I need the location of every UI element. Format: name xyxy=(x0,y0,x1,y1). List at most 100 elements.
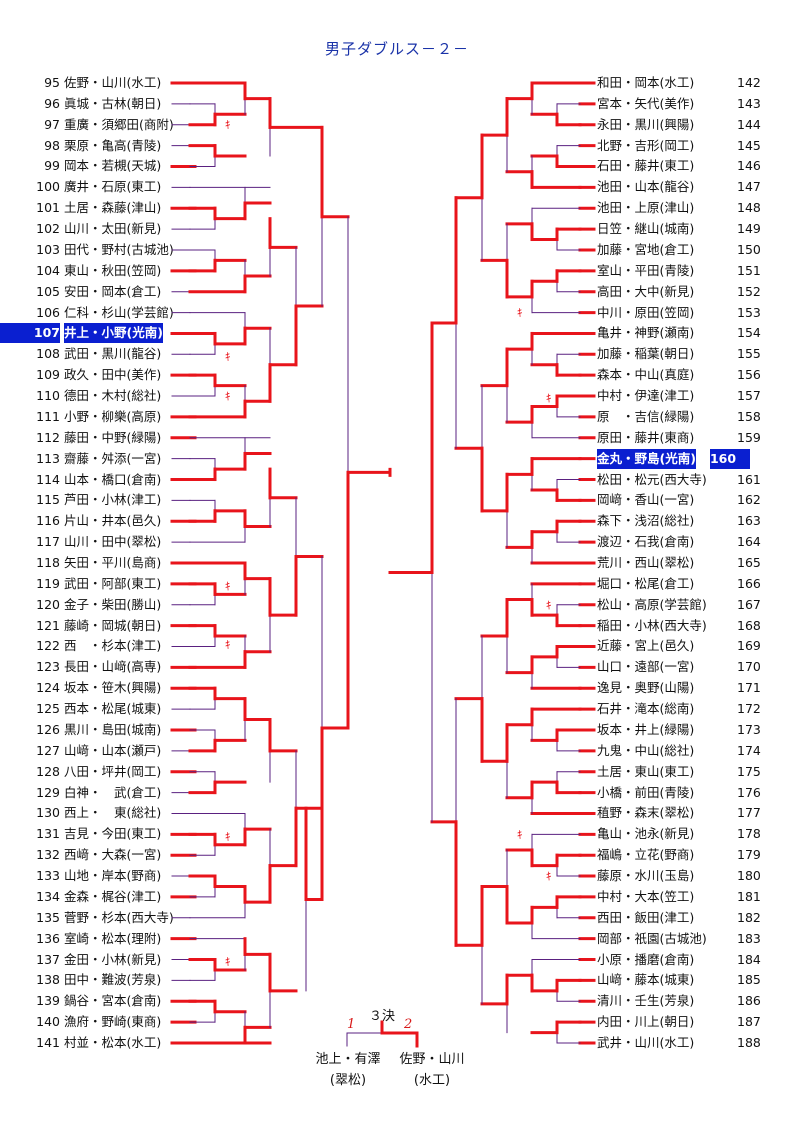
right-entry-number: 168 xyxy=(737,617,761,633)
left-entry-number: 139 xyxy=(36,993,60,1009)
right-entry-number: 187 xyxy=(737,1014,761,1030)
right-entry-name: 内田・川上(朝日) xyxy=(597,1014,695,1030)
left-entry-name: 田中・難波(芳泉) xyxy=(64,972,162,988)
left-entry-name: 齋藤・舛添(一宮) xyxy=(64,450,162,466)
left-entry-name: 金森・梶谷(津工) xyxy=(64,888,162,904)
left-entry-number: 126 xyxy=(36,721,60,737)
right-entry-name: 西田・飯田(津工) xyxy=(597,909,695,925)
left-entry-number: 106 xyxy=(36,304,60,320)
left-entry-number: 135 xyxy=(36,909,60,925)
left-entry-name: 安田・岡本(倉工) xyxy=(64,283,162,299)
right-entry-name: 渡辺・石我(倉南) xyxy=(597,534,695,550)
right-entry-name: 逸見・奥野(山陽) xyxy=(597,680,695,696)
left-entry-number: 124 xyxy=(36,680,60,696)
left-entry-name: 矢田・平川(島商) xyxy=(64,555,162,570)
left-entry-name: 東山・秋田(笠岡) xyxy=(64,262,162,278)
right-entry-name: 近藤・宮上(邑久) xyxy=(597,638,695,654)
left-entry-name: 金田・小林(新見) xyxy=(64,951,162,967)
left-entry-number: 110 xyxy=(36,388,60,404)
right-entry-name: 中村・大本(笠工) xyxy=(597,888,695,904)
forfeit-mark: ｷ xyxy=(546,392,552,405)
left-entry-name: 西﨑・大森(一宮) xyxy=(64,847,162,863)
right-entry: 森下・浅沼(総社)163 xyxy=(597,511,794,531)
left-entry-number: 96 xyxy=(44,95,60,111)
page-title: 男子ダブルス－２－ xyxy=(324,40,469,58)
right-entry: 中川・原田(笠岡)153 xyxy=(597,303,794,323)
right-entry: 石田・藤井(東工)146 xyxy=(597,156,794,176)
left-entry-number: 108 xyxy=(36,346,60,362)
left-entry-name: 長田・山﨑(高専) xyxy=(64,659,162,675)
right-entry-number: 172 xyxy=(737,701,761,717)
right-entry-number: 159 xyxy=(737,429,761,445)
left-entry-number: 133 xyxy=(36,868,60,884)
right-entry: 山口・遠部(一宮)170 xyxy=(597,657,794,677)
right-entry-name: 森下・浅沼(総社) xyxy=(597,513,695,529)
right-entry-number: 155 xyxy=(737,346,761,362)
right-entry-name: 原 ・吉信(緑陽) xyxy=(597,408,695,424)
left-entry-name: 漁府・野崎(東商) xyxy=(64,1014,162,1030)
right-entry-name: 土居・東山(東工) xyxy=(597,763,695,779)
right-entry-number: 186 xyxy=(737,993,761,1009)
right-entry-name: 森本・中山(真庭) xyxy=(597,367,695,383)
left-entry-number: 140 xyxy=(36,1014,60,1030)
right-entry-number: 173 xyxy=(737,721,761,737)
forfeit-mark: ｷ xyxy=(225,119,231,132)
left-entry-name: 白神・ 武(倉工) xyxy=(64,784,162,800)
third-place-rank-1: 1 xyxy=(347,1017,356,1032)
left-entry-number: 130 xyxy=(36,805,60,821)
left-entry-name: 芦田・小林(津工) xyxy=(64,492,162,508)
left-entry-name: 栗原・亀高(青陵) xyxy=(64,137,162,153)
right-entry-number: 180 xyxy=(737,868,761,884)
right-entry-name: 藤原・水川(玉島) xyxy=(597,868,695,884)
left-entry-name: 吉見・今田(東工) xyxy=(64,826,162,842)
left-entry-name: 西本・松尾(城東) xyxy=(64,701,162,717)
right-entry: 坂本・井上(緑陽)173 xyxy=(597,720,794,740)
left-entry-number: 132 xyxy=(36,847,60,863)
left-entry-name: 山﨑・山本(瀬戸) xyxy=(64,742,162,758)
right-entry-name: 原田・藤井(東商) xyxy=(597,429,695,445)
left-entry-number: 131 xyxy=(36,826,60,842)
right-entry-name: 九鬼・中山(総社) xyxy=(597,742,695,758)
right-entry-name: 中村・伊達(津工) xyxy=(597,388,695,404)
left-entry-name: 鍋谷・宮本(倉南) xyxy=(64,993,162,1009)
right-entry-name: 小橋・前田(青陵) xyxy=(597,784,695,800)
right-entry: 金丸・野島(光南)160 xyxy=(597,448,794,469)
right-entry-number: 158 xyxy=(737,408,761,424)
right-entry: 松山・高原(学芸館)167 xyxy=(597,595,794,615)
left-entry-name: 德田・木村(総社) xyxy=(64,388,162,404)
right-entry: 亀井・神野(瀬南)154 xyxy=(597,323,794,343)
left-entry-number: 117 xyxy=(36,534,60,550)
left-entry-name: 坂本・笹木(興陽) xyxy=(64,680,162,696)
left-entry-number: 98 xyxy=(44,137,60,153)
right-entry-name: 池田・山本(龍谷) xyxy=(597,179,695,195)
right-entry: 荒川・西山(翠松)165 xyxy=(597,553,794,573)
forfeit-mark: ｷ xyxy=(225,830,231,843)
right-entry-name: 岡部・祇園(古城池) xyxy=(597,930,707,946)
left-entry-name: 村並・松本(水工) xyxy=(64,1035,162,1051)
right-entry-name: 亀山・池永(新見) xyxy=(597,826,695,842)
right-entry-number: 147 xyxy=(737,179,761,195)
right-entry-number: 154 xyxy=(737,325,761,341)
right-entry-number: 143 xyxy=(737,95,761,111)
left-entry-number: 100 xyxy=(36,179,60,195)
right-entry: 原 ・吉信(緑陽) 158 xyxy=(597,407,794,427)
right-entry-name: 稙野・森末(翠松) xyxy=(597,805,695,821)
forfeit-mark: ｷ xyxy=(225,956,231,969)
right-entry-number: 151 xyxy=(737,262,761,278)
right-entry: 日笠・継山(城南)149 xyxy=(597,219,794,239)
